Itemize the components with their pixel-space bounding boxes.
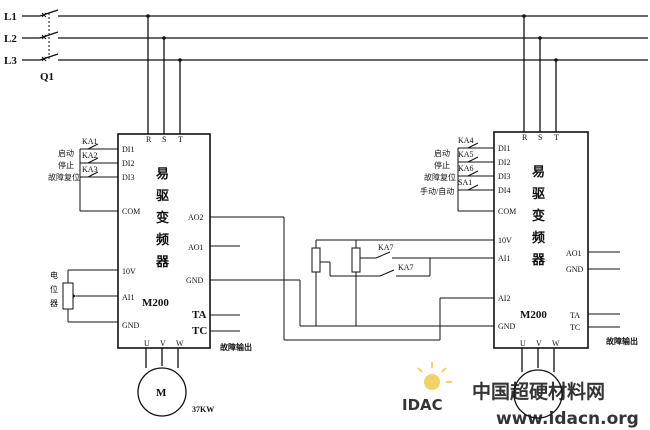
left-title-char-2: 驱 [156,188,169,203]
left-pin-u: U [144,339,150,348]
pot-label-3: 器 [50,299,58,308]
right-ao1: AO1 [566,249,582,258]
right-fn-reset: 故障复位 [424,172,456,182]
left-ao2: AO2 [188,213,204,222]
ka7-upper-label: KA7 [378,243,394,252]
right-di-contacts [457,142,494,212]
right-di1: DI1 [498,144,510,153]
left-motor-letter: M [156,387,167,399]
left-motor-power: 37KW [192,405,214,414]
middle-pot-2 [351,247,361,273]
left-relay-ka1: KA1 [82,137,98,146]
right-title-char-4: 频 [532,230,545,245]
right-pin-w: W [552,339,560,348]
line-l1-label: L1 [4,11,17,23]
right-switch-sa1: SA1 [458,178,472,187]
left-title-char-5: 器 [155,254,170,269]
left-ta: TA [192,309,207,321]
left-ai1: AI1 [122,293,134,302]
right-pin-v: V [536,339,542,348]
line-l3-label: L3 [4,55,17,67]
left-relay-ka2: KA2 [82,151,98,160]
left-fn-start: 启动 [58,148,74,158]
right-title-char-1: 易 [532,164,545,179]
ka7-lower-label: KA7 [398,263,414,272]
left-inverter: R S T DI1 DI2 DI3 COM 易 驱 变 频 器 10V AI1 … [48,14,284,417]
middle-wiring: KA7 KA7 [240,216,494,341]
right-di4: DI4 [498,186,510,195]
right-ai1: AI1 [498,254,510,263]
left-di1: DI1 [122,145,134,154]
right-relay-ka6: KA6 [458,164,474,173]
pot-label-1: 电 [50,270,58,280]
line-l2-label: L2 [4,33,17,45]
right-10v: 10V [498,236,512,245]
right-pin-s: S [538,133,542,142]
right-ta: TA [570,311,580,320]
watermark: IDAC 中国超硬材料网 www.idacn.org [402,362,639,429]
right-com: COM [498,207,516,216]
right-model: M200 [520,309,547,321]
right-pin-r: R [522,133,528,142]
left-ao1: AO1 [188,243,204,252]
right-fault-output: 故障输出 [606,336,638,346]
right-fn-start: 启动 [434,148,450,158]
left-fn-reset: 故障复位 [48,172,80,182]
left-title-char-3: 变 [156,210,169,225]
right-title-char-2: 驱 [532,186,545,201]
right-ai2: AI2 [498,294,510,303]
watermark-site-url: www.idacn.org [496,409,639,429]
right-tc: TC [570,323,580,332]
left-fault-output: 故障输出 [220,342,252,352]
left-pin-s: S [162,135,166,144]
left-10v: 10V [122,267,136,276]
right-motor [513,369,563,419]
watermark-site-cn: 中国超硬材料网 [472,380,605,403]
left-model: M200 [142,297,169,309]
idac-logo-text: IDAC [402,396,443,414]
right-title-char-5: 器 [531,252,546,267]
left-di3: DI3 [122,173,134,182]
left-di-contacts [79,143,118,212]
right-gnd-out: GND [566,265,584,274]
right-relay-ka4: KA4 [458,136,474,145]
right-pin-t: T [554,133,559,142]
left-potentiometer [62,269,118,323]
left-motor [137,367,187,417]
pot-label-2: 位 [50,284,58,294]
left-title-char-4: 频 [156,232,169,247]
left-pin-w: W [176,339,184,348]
left-pin-r: R [146,135,152,144]
right-di3: DI3 [498,172,510,181]
right-gnd-in: GND [498,322,516,331]
left-di2: DI2 [122,159,134,168]
right-di2: DI2 [498,158,510,167]
left-com: COM [122,207,140,216]
right-title-char-3: 变 [532,208,545,223]
left-pin-v: V [160,339,166,348]
left-relay-ka3: KA3 [82,165,98,174]
right-fn-manual-auto: 手动/自动 [420,186,454,196]
right-relay-ka5: KA5 [458,150,474,159]
right-pin-u: U [520,339,526,348]
breaker-q1 [39,9,59,62]
middle-pot-1 [311,247,321,273]
right-inverter: R S T DI1 DI2 DI3 DI4 COM 易 驱 变 频 器 10V … [420,14,638,419]
idac-logo: IDAC [402,362,452,414]
left-tc: TC [192,325,207,337]
supply-lines: L1 L2 L3 Q1 [4,9,648,83]
right-inverter-body [493,131,589,349]
left-title-char-1: 易 [156,166,169,181]
left-gnd-out: GND [186,276,204,285]
left-pin-t: T [178,135,183,144]
right-fn-stop: 停止 [434,160,450,170]
left-fn-stop: 停止 [58,160,74,170]
left-gnd-in: GND [122,321,140,330]
left-inverter-body [117,133,211,349]
breaker-label: Q1 [40,71,54,83]
